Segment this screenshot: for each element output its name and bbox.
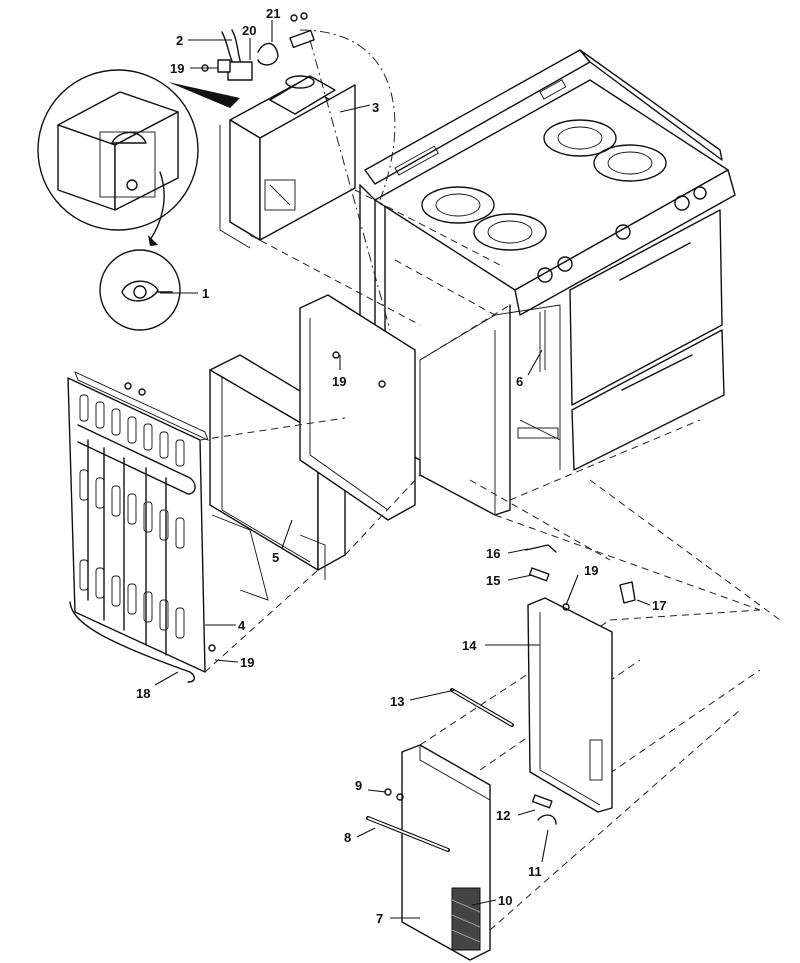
- callout-labels: 21 20 2 19 3 1 19 6 5 4 19 18 16 15 19 1…: [136, 6, 666, 926]
- callout-13: 13: [390, 694, 404, 709]
- callout-11: 11: [528, 864, 542, 879]
- callout-3: 3: [372, 100, 379, 115]
- panel-slots: [79, 394, 185, 639]
- callout-12: 12: [496, 808, 510, 823]
- callout-1: 1: [202, 286, 209, 301]
- hardware-parts: [201, 64, 636, 852]
- callout-5: 5: [272, 550, 279, 565]
- callout-14: 14: [462, 638, 477, 653]
- callout-17: 17: [652, 598, 666, 613]
- callout-2: 2: [176, 33, 183, 48]
- part-4-back-panel: [67, 371, 209, 683]
- callout-10: 10: [498, 893, 512, 908]
- callout-4: 4: [238, 618, 246, 633]
- callout-21: 21: [266, 6, 280, 21]
- leader-lines: [154, 20, 651, 919]
- callout-19-left: 19: [240, 655, 254, 670]
- callout-8: 8: [344, 830, 351, 845]
- callout-18: 18: [136, 686, 150, 701]
- control-knobs: [537, 186, 707, 283]
- part-3-box: [219, 75, 356, 249]
- callout-19-mid: 19: [332, 374, 346, 389]
- callout-16: 16: [486, 546, 500, 561]
- detail-inset: [37, 69, 240, 331]
- range-cabinet: [359, 49, 736, 516]
- callout-19-right: 19: [584, 563, 598, 578]
- side-panel: [299, 294, 416, 521]
- burner-grates: [421, 119, 667, 251]
- callout-9: 9: [355, 778, 362, 793]
- assembly-lines: [199, 29, 781, 931]
- part-10-vent-screen: [451, 887, 481, 951]
- callout-15: 15: [486, 573, 500, 588]
- callout-6: 6: [516, 374, 523, 389]
- part-18-heating-element: [69, 424, 196, 683]
- callout-20: 20: [242, 23, 256, 38]
- callout-7: 7: [376, 911, 383, 926]
- wiring-parts: [217, 12, 315, 81]
- part-7-outer-door: [396, 744, 491, 961]
- part-14-door-panel: [527, 597, 613, 813]
- callout-19-top: 19: [170, 61, 184, 76]
